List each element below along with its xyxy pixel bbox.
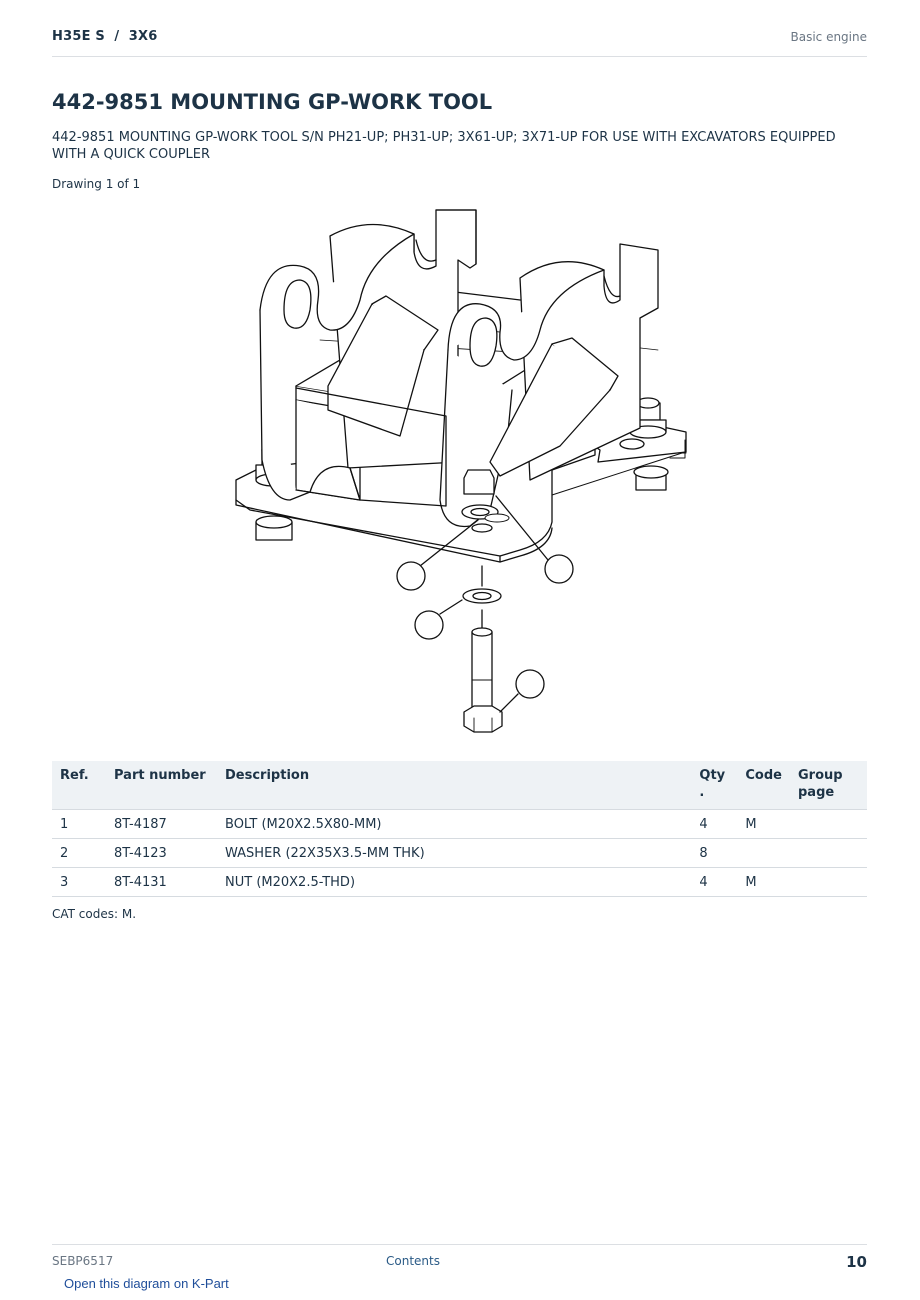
col-ref: Ref. <box>52 761 106 810</box>
table-row: 2 8T-4123 WASHER (22X35X3.5-MM THK) 8 <box>52 838 867 868</box>
cell-group-page <box>790 809 867 839</box>
callout-circle <box>544 554 574 584</box>
cell-part-number: 8T-4131 <box>106 867 217 897</box>
model-label: H35E S / 3X6 <box>52 29 158 44</box>
cell-description: WASHER (22X35X3.5-MM THK) <box>217 838 692 868</box>
page-title: 442-9851 MOUNTING GP-WORK TOOL <box>52 90 493 114</box>
cell-code: M <box>737 809 790 839</box>
page-footer: SEBP6517 Contents 10 <box>52 1244 867 1275</box>
contents-link[interactable]: Contents <box>386 1254 440 1268</box>
table-row: 3 8T-4131 NUT (M20X2.5-THD) 4 M <box>52 867 867 897</box>
cell-qty: 8 <box>691 838 738 868</box>
parts-table: Ref. Part number Description Qty . Code … <box>52 761 867 897</box>
cell-code: M <box>737 867 790 897</box>
page-header: H35E S / 3X6 Basic engine <box>52 26 867 57</box>
cell-code <box>737 838 790 868</box>
table-row: 1 8T-4187 BOLT (M20X2.5X80-MM) 4 M <box>52 809 867 839</box>
cell-description: BOLT (M20X2.5X80-MM) <box>217 809 692 839</box>
callout-circle <box>396 561 426 591</box>
drawing-label: Drawing 1 of 1 <box>52 177 141 191</box>
exploded-bolt <box>471 631 493 711</box>
cell-group-page <box>790 838 867 868</box>
document-number: SEBP6517 <box>52 1254 114 1268</box>
section-label: Basic engine <box>790 30 867 44</box>
page-subtitle: 442-9851 MOUNTING GP-WORK TOOL S/N PH21-… <box>52 130 836 162</box>
cell-part-number: 8T-4123 <box>106 838 217 868</box>
cell-ref: 1 <box>52 809 106 839</box>
col-part-number: Part number <box>106 761 217 810</box>
col-description: Description <box>217 761 692 810</box>
table-header-row: Ref. Part number Description Qty . Code … <box>52 761 867 810</box>
cell-ref: 2 <box>52 838 106 868</box>
cell-group-page <box>790 867 867 897</box>
cat-codes-note: CAT codes: M. <box>52 907 137 921</box>
col-qty: Qty . <box>691 761 738 810</box>
front-plate <box>295 387 447 507</box>
parts-diagram[interactable] <box>200 200 720 740</box>
cell-ref: 3 <box>52 867 106 897</box>
col-group-page: Group page <box>790 761 867 810</box>
callout-circle <box>414 610 444 640</box>
page-number: 10 <box>846 1253 867 1271</box>
mounting-drawing <box>235 209 687 733</box>
col-code: Code <box>737 761 790 810</box>
cell-qty: 4 <box>691 867 738 897</box>
open-on-kpart-link[interactable]: Open this diagram on K-Part <box>64 1276 229 1291</box>
cell-qty: 4 <box>691 809 738 839</box>
callout-circle <box>515 669 545 699</box>
cell-description: NUT (M20X2.5-THD) <box>217 867 692 897</box>
cell-part-number: 8T-4187 <box>106 809 217 839</box>
